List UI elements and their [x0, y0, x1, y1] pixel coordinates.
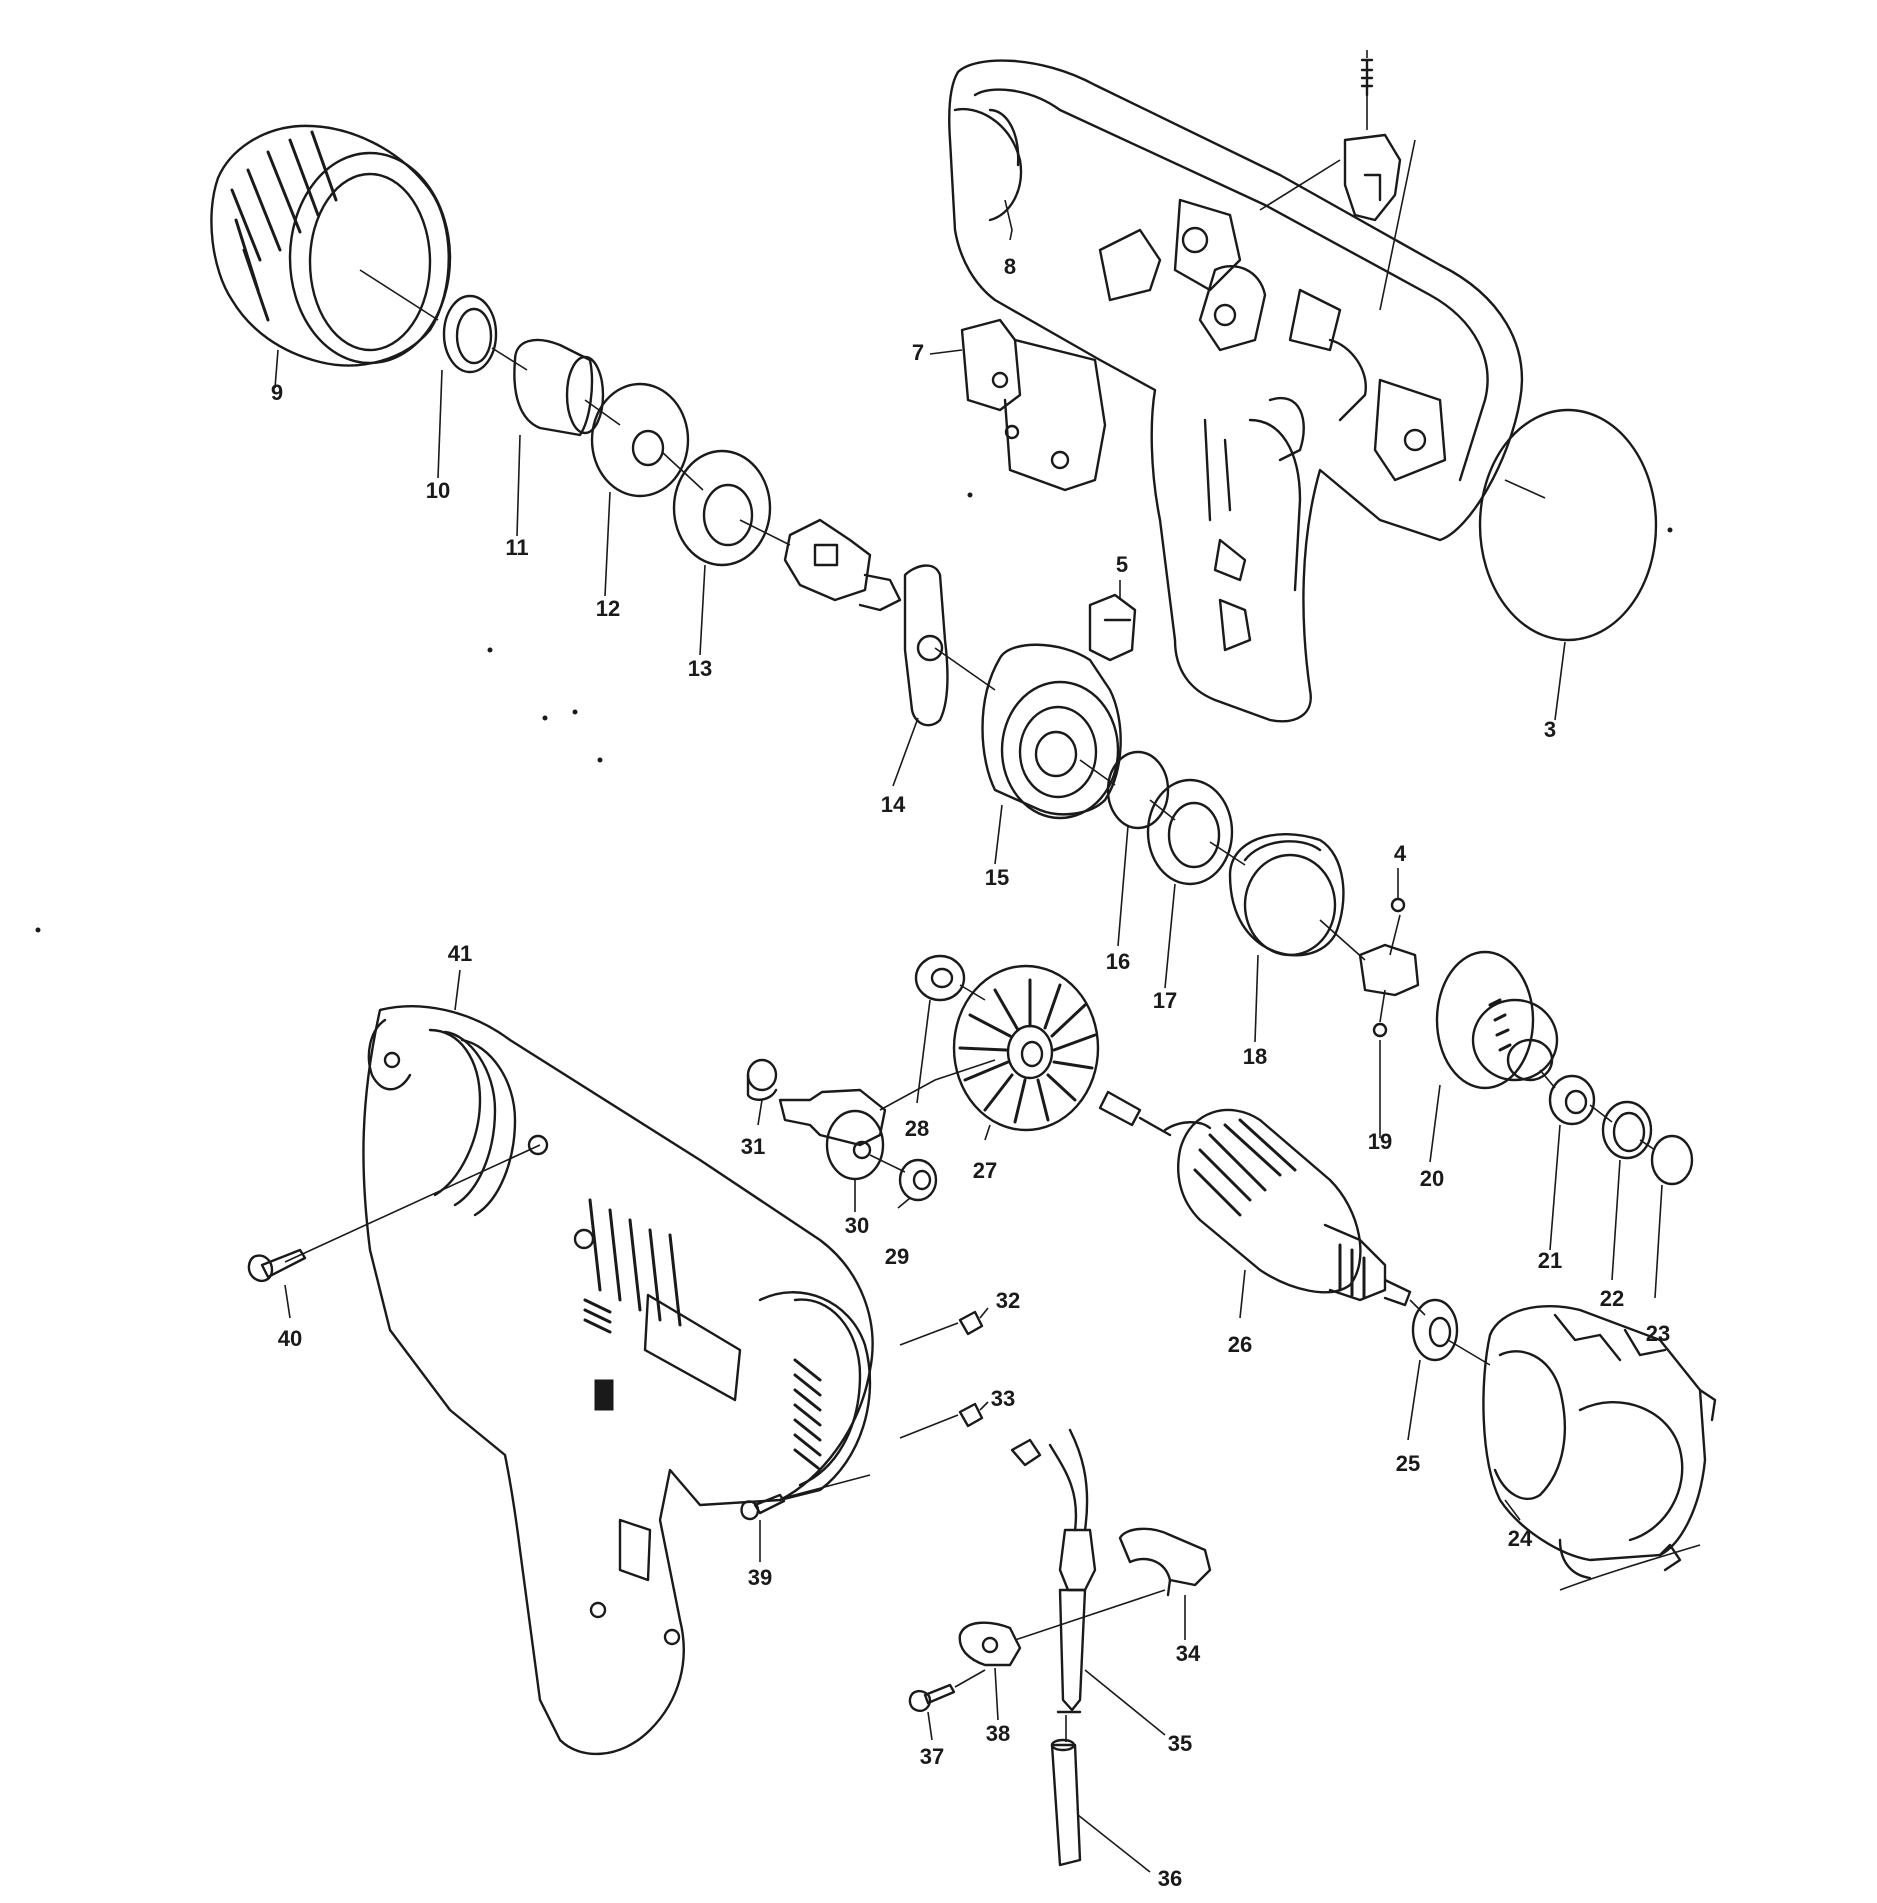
part-12-washer — [590, 382, 690, 498]
part-29-bush — [898, 1158, 938, 1202]
callout-21: 21 — [1538, 1248, 1562, 1273]
callout-36: 36 — [1158, 1866, 1182, 1891]
part-34-cord-clamp — [1118, 1527, 1212, 1597]
callout-34: 34 — [1176, 1641, 1201, 1666]
part-15-gear-case — [981, 643, 1122, 820]
part-1-screw — [1360, 58, 1374, 97]
callout-29: 29 — [885, 1244, 909, 1269]
callout-8: 8 — [1004, 254, 1016, 279]
callout-40: 40 — [278, 1326, 302, 1351]
part-18-ring-gear — [1228, 833, 1345, 957]
part-41-housing — [362, 1005, 874, 1756]
part-16-o-ring — [1106, 750, 1170, 830]
callout-7: 7 — [912, 340, 924, 365]
part-27-fan — [952, 964, 1100, 1132]
callout-30: 30 — [845, 1213, 869, 1238]
part-19-ball — [1372, 1022, 1388, 1038]
part-40-screw — [247, 1248, 307, 1282]
print-specks — [35, 492, 1673, 933]
part-4-ball — [1390, 897, 1406, 913]
part-22-washer — [1601, 1100, 1653, 1160]
part-21-bearing — [1548, 1074, 1596, 1126]
part-11-sleeve — [513, 338, 605, 437]
callout-12: 12 — [596, 596, 620, 621]
callout-16: 16 — [1106, 949, 1130, 974]
part-25-bearing — [1411, 1298, 1459, 1362]
callout-11: 11 — [505, 535, 528, 560]
callout-14: 14 — [881, 792, 906, 817]
callout-10: 10 — [426, 478, 450, 503]
part-2-terminal — [1343, 133, 1402, 222]
part-38-plate — [958, 1621, 1022, 1667]
part-17-washer — [1146, 778, 1234, 886]
part-5-lever — [1088, 593, 1137, 662]
callout-39: 39 — [748, 1565, 772, 1590]
callout-13: 13 — [688, 656, 712, 681]
callout-38: 38 — [986, 1721, 1010, 1746]
part-20-planet-carrier — [1358, 943, 1559, 1090]
callout-4: 4 — [1394, 841, 1407, 866]
part-39-screw — [740, 1493, 786, 1521]
callout-35: 35 — [1168, 1731, 1192, 1756]
part-33-pin — [958, 1402, 984, 1428]
callout-33: 33 — [991, 1386, 1015, 1411]
part-10-ring — [442, 294, 498, 374]
callout-28: 28 — [905, 1116, 929, 1141]
part-30-shaft-gear — [778, 1088, 887, 1181]
callout-32: 32 — [996, 1288, 1020, 1313]
callout-5: 5 — [1116, 552, 1128, 577]
callout-23: 23 — [1646, 1321, 1670, 1346]
callout-31: 31 — [741, 1134, 765, 1159]
callout-18: 18 — [1243, 1044, 1267, 1069]
part-36-tube — [1050, 1738, 1082, 1867]
part-13-washer — [672, 449, 772, 567]
part-26-armature — [1098, 1090, 1412, 1307]
part-32-pin — [958, 1310, 984, 1336]
callout-15: 15 — [985, 865, 1009, 890]
callout-19: 19 — [1368, 1129, 1392, 1154]
part-35-cord-guard — [1010, 1428, 1097, 1714]
callout-20: 20 — [1420, 1166, 1444, 1191]
part-37-screw — [908, 1683, 956, 1712]
part-7-switch — [960, 318, 1107, 492]
part-28-bearing — [914, 954, 966, 1002]
callout-17: 17 — [1153, 988, 1177, 1013]
part-3-cover-disc — [1478, 408, 1658, 642]
part-14-spindle — [783, 518, 949, 727]
part-24-field — [1482, 1304, 1717, 1591]
part-23-cap — [1650, 1134, 1694, 1186]
part-8-housing-half — [948, 59, 1524, 723]
assembly-lines — [284, 95, 1656, 1742]
callout-labels: 3 4 5 7 8 9 10 11 12 13 14 15 16 17 18 1… — [271, 254, 1670, 1891]
callout-27: 27 — [973, 1158, 997, 1183]
callout-22: 22 — [1600, 1286, 1624, 1311]
callout-24: 24 — [1508, 1526, 1533, 1551]
callout-leaders — [274, 50, 1663, 1873]
part-9-chuck-sleeve — [210, 124, 452, 367]
callout-41: 41 — [448, 941, 472, 966]
part-31-bush — [746, 1058, 778, 1101]
callout-3: 3 — [1544, 717, 1556, 742]
callout-9: 9 — [271, 380, 283, 405]
callout-37: 37 — [920, 1744, 944, 1769]
callout-25: 25 — [1396, 1451, 1420, 1476]
callout-26: 26 — [1228, 1332, 1252, 1357]
